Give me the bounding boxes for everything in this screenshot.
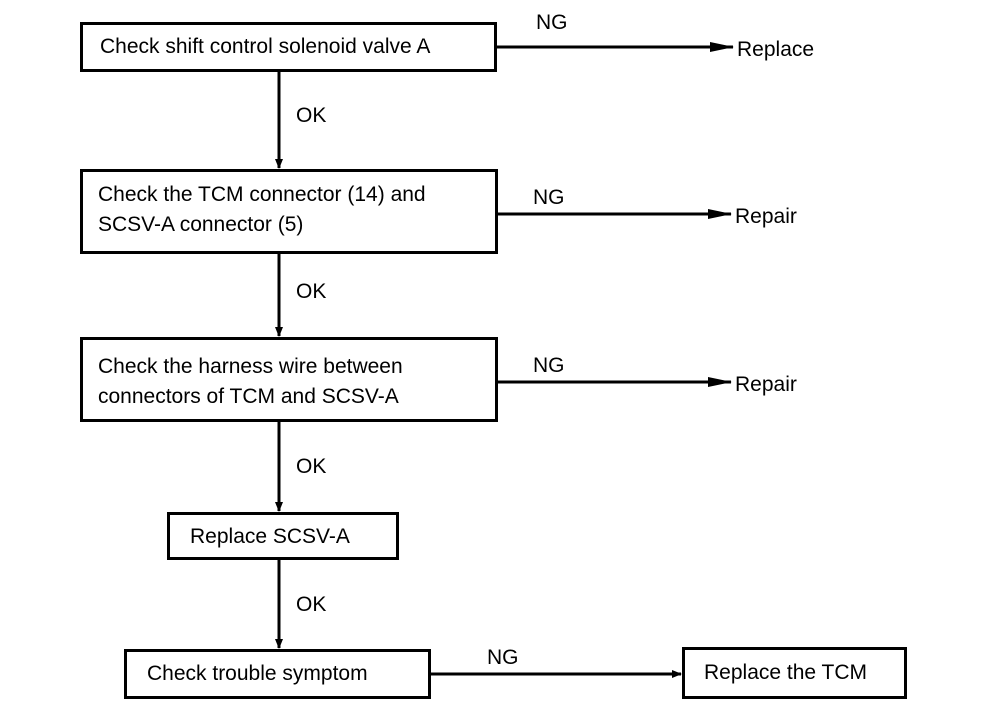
ok-label: OK (296, 455, 327, 478)
ng-label: NG (487, 646, 519, 669)
ng-label: NG (536, 11, 568, 34)
step-text: Replace the TCM (704, 661, 868, 684)
step-text: Check trouble symptom (147, 662, 368, 685)
step-check-connectors: Check the TCM connector (14) and SCSV-A … (80, 169, 498, 254)
step-check-solenoid-valve: Check shift control solenoid valve A (80, 22, 497, 72)
step-text: SCSV-A connector (5) (98, 213, 304, 236)
step-check-trouble-symptom: Check trouble symptom (124, 649, 431, 699)
outcome-repair: Repair (735, 205, 797, 228)
step-text: Check the TCM connector (14) and (98, 183, 426, 206)
ok-label: OK (296, 104, 327, 127)
step-replace-tcm: Replace the TCM (682, 647, 907, 699)
ng-label: NG (533, 354, 565, 377)
ok-label: OK (296, 593, 327, 616)
step-replace-scsv-a: Replace SCSV-A (167, 512, 399, 560)
ng-label: NG (533, 186, 565, 209)
step-text: Check shift control solenoid valve A (100, 35, 431, 58)
step-text: connectors of TCM and SCSV-A (98, 385, 399, 408)
step-text: Replace SCSV-A (190, 525, 350, 548)
outcome-repair: Repair (735, 373, 797, 396)
step-text: Check the harness wire between (98, 355, 403, 378)
outcome-replace: Replace (737, 38, 815, 61)
step-check-harness-wire: Check the harness wire between connector… (80, 337, 498, 422)
ok-label: OK (296, 280, 327, 303)
